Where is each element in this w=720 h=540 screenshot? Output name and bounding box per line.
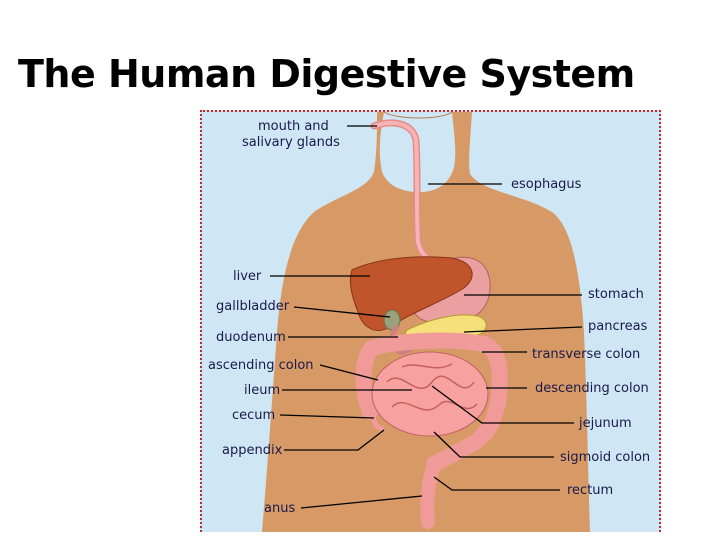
label-gallbladder: gallbladder: [216, 299, 290, 314]
label-esophagus: esophagus: [511, 177, 582, 192]
slide-title: The Human Digestive System: [18, 52, 635, 96]
leader-lines: [270, 125, 583, 509]
label-transverse-colon: transverse colon: [532, 347, 640, 362]
label-liver: liver: [233, 269, 262, 284]
label-mouth-line2: salivary glands: [242, 135, 340, 150]
large-intestine: [355, 332, 508, 472]
label-appendix: appendix: [222, 443, 283, 458]
label-sigmoid-colon: sigmoid colon: [560, 450, 650, 465]
appendix-organ: [369, 411, 385, 431]
label-jejunum: jejunum: [578, 416, 632, 431]
diagram-svg: mouth and salivary glands esophagus live…: [208, 112, 650, 532]
label-descending-colon: descending colon: [535, 381, 649, 396]
label-ileum: ileum: [244, 383, 280, 398]
liver-organ: [349, 256, 473, 331]
label-stomach: stomach: [588, 287, 644, 302]
rectum-organ: [420, 457, 441, 529]
label-pancreas: pancreas: [588, 319, 648, 334]
label-ascending-colon: ascending colon: [208, 358, 314, 373]
label-cecum: cecum: [232, 408, 275, 423]
label-rectum: rectum: [567, 483, 613, 498]
label-anus: anus: [264, 501, 295, 516]
digestive-diagram: mouth and salivary glands esophagus live…: [200, 110, 661, 532]
small-intestine: [371, 351, 489, 437]
head-outline: [383, 112, 453, 119]
label-duodenum: duodenum: [216, 330, 286, 345]
label-mouth-line1: mouth and: [258, 119, 329, 134]
